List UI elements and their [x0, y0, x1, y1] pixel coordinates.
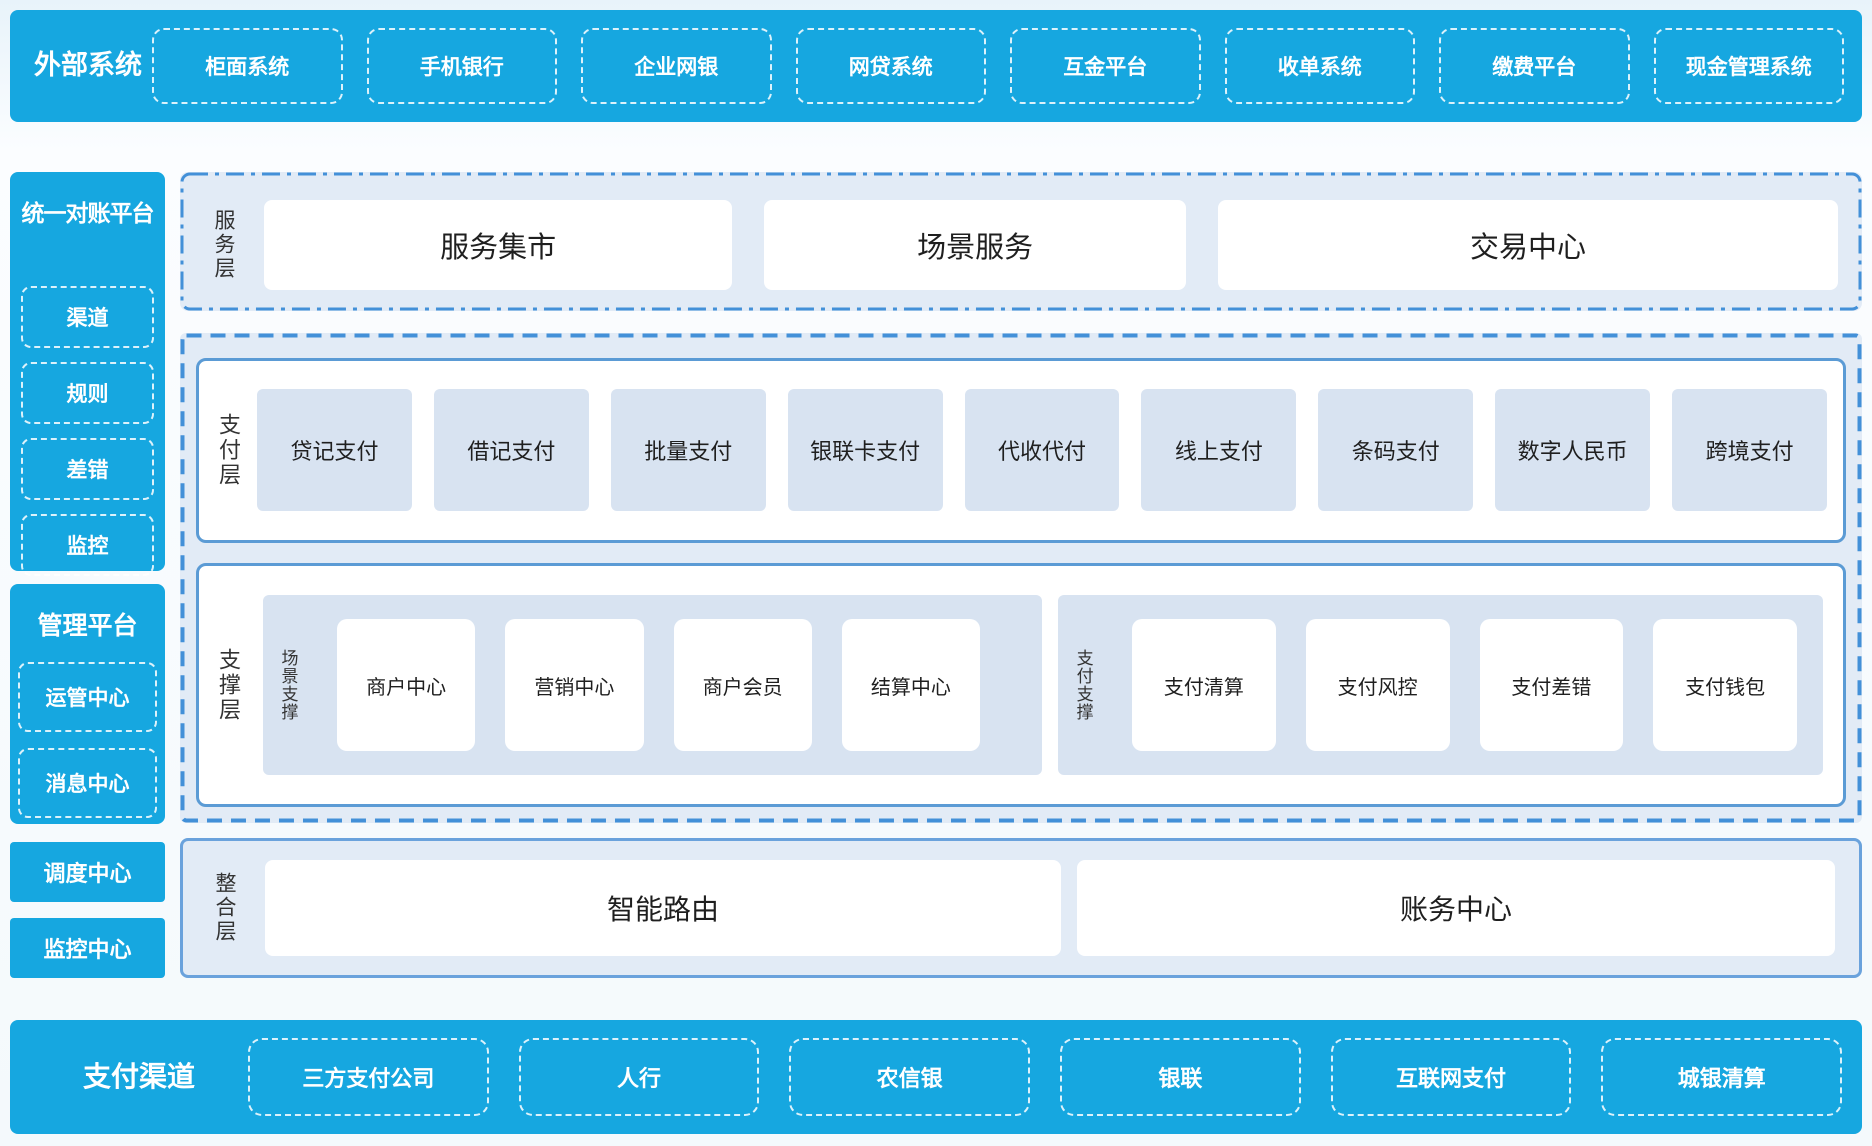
integration-layer-label: 整合层 [213, 872, 236, 944]
scene-support-box: 结算中心 [841, 619, 981, 751]
payment-support-label: 支付支撑 [1073, 649, 1093, 721]
payment-support-box: 支付差错 [1479, 619, 1624, 751]
payment-channel-item: 人行 [518, 1038, 760, 1116]
integration-layer: 整合层 智能路由 账务中心 [180, 838, 1862, 978]
payment-channels-bar: 支付渠道 三方支付公司 人行 农信银 银联 互联网支付 城银清算 [10, 1020, 1862, 1134]
payment-box: 贷记支付 [257, 389, 412, 511]
payment-box: 线上支付 [1141, 389, 1297, 511]
scene-support-box: 商户会员 [673, 619, 812, 751]
payment-layer: 支付层 贷记支付 借记支付 批量支付 银联卡支付 代收代付 线上支付 条码支付 … [196, 358, 1846, 543]
integration-box: 账务中心 [1076, 860, 1835, 956]
payment-core-container: 支付层 贷记支付 借记支付 批量支付 银联卡支付 代收代付 线上支付 条码支付 … [180, 333, 1862, 823]
payment-support-group: 支付支撑 支付清算 支付风控 支付差错 支付钱包 [1058, 595, 1823, 775]
payment-support-box: 支付风控 [1305, 619, 1450, 751]
scene-support-box: 营销中心 [505, 619, 644, 751]
reconciliation-item: 渠道 [21, 286, 154, 348]
payment-layer-row: 贷记支付 借记支付 批量支付 银联卡支付 代收代付 线上支付 条码支付 数字人民… [257, 389, 1828, 511]
external-systems-bar: 外部系统 柜面系统 手机银行 企业网银 网贷系统 互金平台 收单系统 缴费平台 … [10, 10, 1862, 122]
external-system-item: 企业网银 [581, 28, 772, 104]
management-platform-title: 管理平台 [37, 612, 138, 640]
payment-box: 代收代付 [964, 389, 1120, 511]
support-layer: 支撑层 场景支撑 商户中心 营销中心 商户会员 结算中心 支付支撑 支付清算 支… [196, 563, 1846, 807]
reconciliation-platform-title: 统一对账平台 [21, 200, 155, 226]
payment-box: 数字人民币 [1495, 389, 1651, 511]
reconciliation-platform-group: 统一对账平台 渠道 规则 差错 监控 [10, 172, 165, 576]
payment-box: 借记支付 [433, 389, 589, 511]
payment-channel-item: 互联网支付 [1330, 1038, 1572, 1116]
payment-box: 银联卡支付 [787, 389, 943, 511]
external-system-item: 手机银行 [366, 28, 557, 104]
payment-box: 批量支付 [610, 389, 766, 511]
external-system-item: 收单系统 [1224, 28, 1415, 104]
management-item: 消息中心 [18, 748, 157, 818]
integration-layer-row: 智能路由 账务中心 [265, 860, 1835, 956]
payment-channel-item: 农信银 [789, 1038, 1031, 1116]
payment-channel-item: 城银清算 [1601, 1038, 1843, 1116]
dispatch-center-box: 调度中心 [10, 842, 165, 902]
support-layer-label: 支撑层 [216, 647, 241, 723]
payment-layer-label: 支付层 [216, 412, 241, 488]
scene-support-box: 商户中心 [337, 619, 476, 751]
payment-support-box: 支付钱包 [1653, 619, 1797, 751]
external-systems-title: 外部系统 [34, 50, 142, 81]
external-systems-items: 柜面系统 手机银行 企业网银 网贷系统 互金平台 收单系统 缴费平台 现金管理系… [152, 10, 1862, 122]
payment-box: 条码支付 [1318, 389, 1474, 511]
management-platform-group: 管理平台 运管中心 消息中心 [10, 584, 165, 824]
service-box: 交易中心 [1217, 200, 1838, 290]
service-box: 服务集市 [264, 200, 733, 290]
service-layer-row: 服务集市 场景服务 交易中心 [264, 200, 1838, 290]
external-system-item: 柜面系统 [152, 28, 343, 104]
integration-box: 智能路由 [265, 860, 1061, 956]
service-box: 场景服务 [764, 200, 1186, 290]
reconciliation-item: 规则 [21, 362, 154, 424]
external-system-item: 互金平台 [1010, 28, 1201, 104]
payment-support-box: 支付清算 [1132, 619, 1276, 751]
payment-channel-item: 银联 [1060, 1038, 1301, 1116]
external-system-item: 缴费平台 [1439, 28, 1630, 104]
monitor-center-box: 监控中心 [10, 918, 165, 978]
service-layer-label: 服务层 [212, 209, 235, 281]
reconciliation-item: 差错 [21, 438, 154, 500]
payment-box: 跨境支付 [1672, 389, 1828, 511]
reconciliation-item: 监控 [21, 514, 154, 576]
scene-support-group: 场景支撑 商户中心 营销中心 商户会员 结算中心 [263, 595, 1043, 775]
payment-channels-title: 支付渠道 [82, 1060, 195, 1092]
external-system-item: 网贷系统 [795, 28, 986, 104]
payment-channel-item: 三方支付公司 [248, 1038, 489, 1116]
management-item: 运管中心 [18, 662, 157, 732]
payment-channels-items: 三方支付公司 人行 农信银 银联 互联网支付 城银清算 [248, 1020, 1862, 1134]
external-system-item: 现金管理系统 [1653, 28, 1844, 104]
scene-support-label: 场景支撑 [278, 649, 298, 721]
service-layer: 服务层 服务集市 场景服务 交易中心 [180, 172, 1862, 311]
